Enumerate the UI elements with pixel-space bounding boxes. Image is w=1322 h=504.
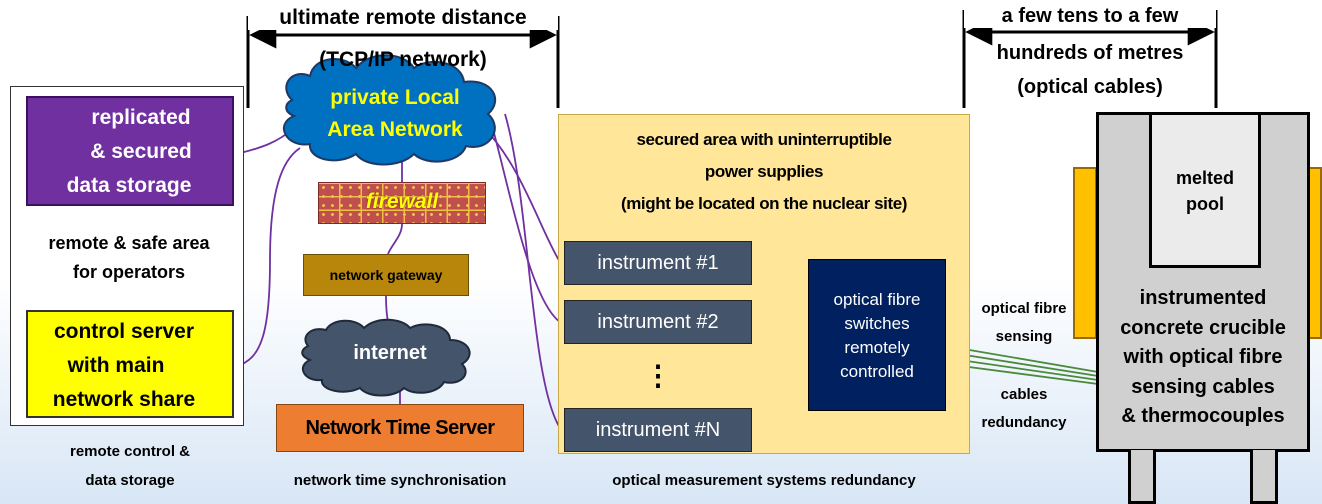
switch-line-2: switches xyxy=(844,314,910,333)
crucible-line-5: & thermocouples xyxy=(1121,405,1285,427)
link-control-lan xyxy=(235,147,301,367)
instrument-1: instrument #1 xyxy=(564,241,752,285)
redundancy-label-1: cables xyxy=(1000,386,1048,403)
control-server-box xyxy=(26,310,234,418)
secured-caption: optical measurement systems redundancy xyxy=(612,472,916,489)
instrument-ellipsis: ⋮ xyxy=(644,360,672,391)
switch-line-4: controlled xyxy=(840,362,914,381)
lan-cloud xyxy=(282,54,497,166)
melted-pool: melted pool xyxy=(1149,112,1261,268)
fibre-cable-3 xyxy=(945,357,1099,381)
storage-line-1: replicated xyxy=(91,106,191,129)
crucible-line-2: concrete crucible xyxy=(1120,316,1286,339)
link-firewall-gateway xyxy=(387,223,403,255)
time-sync-caption: network time synchronisation xyxy=(293,472,507,489)
network-gateway: network gateway xyxy=(303,254,469,296)
optical-fibre-switches: optical fibre switches remotely controll… xyxy=(808,259,946,411)
left-caption-1: remote control & xyxy=(69,443,190,460)
crucible-label: instrumented concrete crucible with opti… xyxy=(1099,284,1307,432)
crucible-line-4: sensing cables xyxy=(1131,375,1275,398)
crucible-line-3: with optical fibre xyxy=(1123,346,1283,368)
link-lan-instN xyxy=(504,113,561,429)
network-time-server: Network Time Server xyxy=(276,404,524,452)
optical-distance-title-2: hundreds of metres xyxy=(996,42,1184,64)
switch-line-3: remotely xyxy=(844,338,910,357)
sensing-label-1: optical fibre xyxy=(981,300,1067,317)
fibre-cable-1 xyxy=(945,345,1099,373)
crucible-line-1: instrumented xyxy=(1139,287,1267,309)
left-caption-2: data storage xyxy=(85,472,175,489)
instrument-n: instrument #N xyxy=(564,408,752,452)
tcp-distance-subtitle: (TCP/IP network) xyxy=(319,48,487,71)
control-line-1: control server xyxy=(53,320,195,343)
link-lan-inst2 xyxy=(489,117,561,323)
sensing-label-2: sensing xyxy=(995,328,1053,345)
lan-label-2: Area Network xyxy=(327,118,463,141)
redundancy-label-2: redundancy xyxy=(981,414,1067,431)
optical-distance-title-3: (optical cables) xyxy=(1017,76,1163,98)
secured-title-1: secured area with uninterruptible xyxy=(636,130,892,149)
pool-line-1: melted xyxy=(1175,168,1235,188)
secured-title-3: (might be located on the nuclear site) xyxy=(620,194,908,213)
optical-distance-title-1: a few tens to a few xyxy=(964,5,1216,28)
crucible-leg-left xyxy=(1128,450,1156,504)
firewall-label: firewall xyxy=(365,190,439,213)
switch-line-1: optical fibre xyxy=(833,290,921,309)
tcp-distance-title: ultimate remote distance xyxy=(248,6,558,30)
storage-line-3: data storage xyxy=(66,174,192,197)
storage-line-2: & secured xyxy=(90,140,192,163)
control-line-3: network share xyxy=(52,388,196,411)
fibre-cable-2 xyxy=(945,351,1099,377)
heater-left xyxy=(1073,167,1097,339)
control-line-2: with main xyxy=(67,354,165,377)
internet-cloud xyxy=(301,318,471,397)
area-label-2: for operators xyxy=(72,262,186,282)
crucible-leg-right xyxy=(1250,450,1278,504)
pool-line-2: pool xyxy=(1186,194,1224,214)
instrument-2: instrument #2 xyxy=(564,300,752,344)
fibre-cable-4 xyxy=(945,363,1099,385)
firewall-block xyxy=(318,182,486,224)
internet-label: internet xyxy=(353,342,427,364)
area-label-1: remote & safe area xyxy=(48,233,210,253)
lan-label-1: private Local xyxy=(330,86,460,109)
secured-title-2: power supplies xyxy=(704,162,824,181)
data-storage-box xyxy=(26,96,234,206)
